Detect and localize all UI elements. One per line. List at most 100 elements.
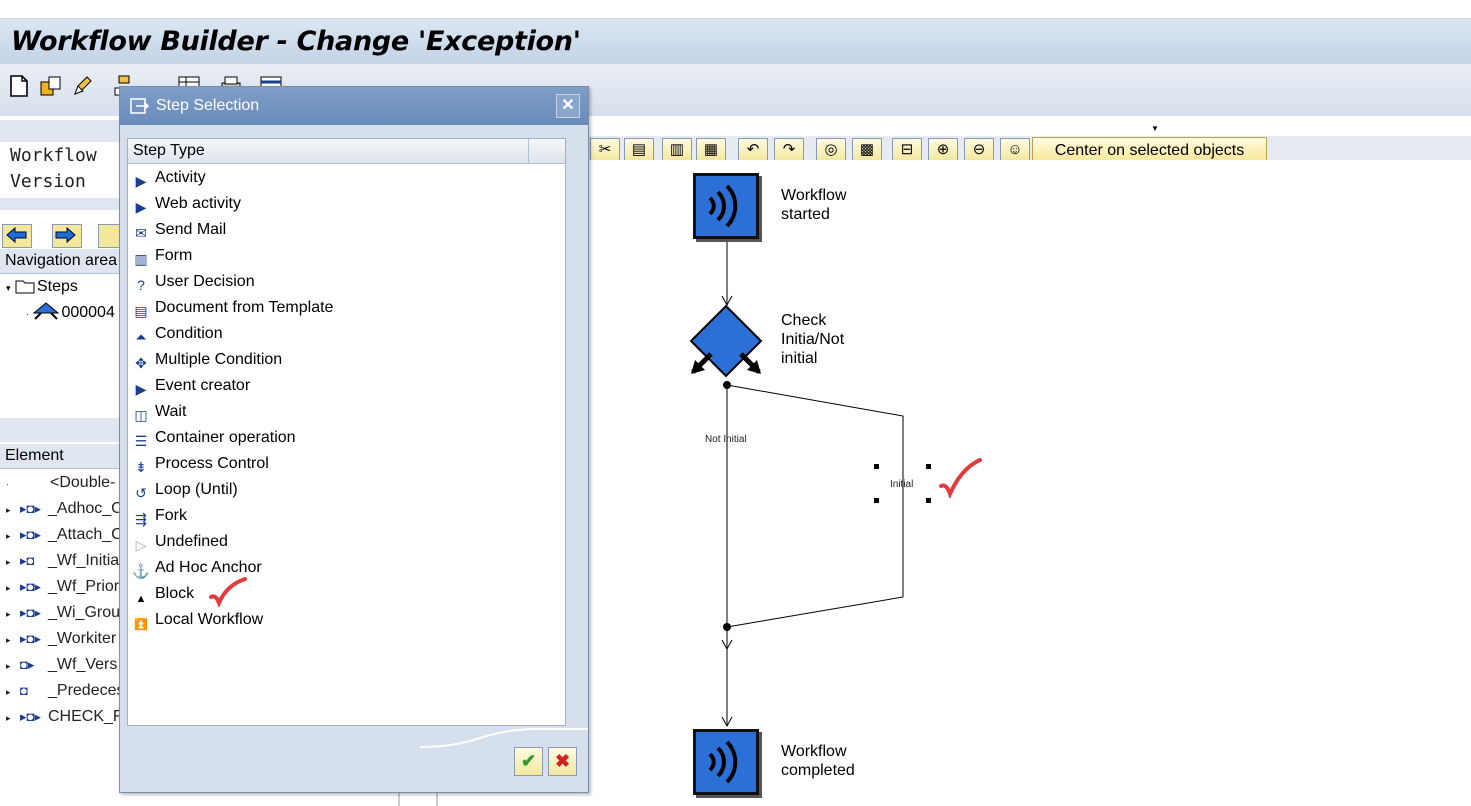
step-type-label: Form (155, 247, 193, 264)
graph-canvas[interactable] (588, 160, 1471, 806)
grid-icon[interactable]: ▩ (852, 138, 882, 162)
left-frame: Workflow Version Navigation area ▾ Steps… (0, 116, 126, 806)
branch-label-not-initial[interactable]: Not Initial (705, 434, 747, 445)
anchor-icon: ⚓ (132, 563, 150, 579)
step-type-label: Wait (155, 403, 187, 420)
edit-pencil-icon[interactable] (70, 74, 96, 100)
red-checkmark-annotation (209, 577, 247, 607)
event-icon (708, 184, 738, 228)
step-type-item[interactable]: ✥Multiple Condition (131, 347, 282, 373)
structure-icon: ▸◘▸ (20, 527, 41, 542)
folder-icon (15, 277, 37, 303)
selection-handle[interactable] (926, 498, 931, 503)
element-row[interactable]: ▸ ◘▸_Wf_Vers (6, 652, 117, 678)
wait-icon: ◫ (134, 407, 148, 423)
step-type-item[interactable]: ? User Decision (131, 269, 255, 295)
splitter[interactable] (0, 418, 126, 442)
element-row[interactable]: ▸▸◘▸_Adhoc_C (6, 496, 123, 522)
step-type-label: Loop (Until) (155, 481, 238, 498)
selection-handle[interactable] (926, 464, 931, 469)
workflow-start-node[interactable] (693, 173, 759, 239)
step-type-item[interactable]: ⏫Local Workflow (131, 607, 263, 633)
workflow-end-node[interactable] (693, 729, 759, 795)
step-type-label: Send Mail (155, 221, 227, 238)
step-type-item[interactable]: ☰ Container operation (131, 425, 296, 451)
multiple-condition-icon: ✥ (135, 355, 147, 371)
undo-icon[interactable]: ↶ (738, 138, 768, 162)
steps-node[interactable]: ▾ Steps (6, 274, 78, 300)
loop-icon: ↺ (135, 485, 147, 501)
step-type-item[interactable]: ▶Activity (131, 165, 206, 191)
forward-arrow-icon[interactable] (52, 224, 82, 248)
step-type-item[interactable]: ◫ Wait (131, 399, 186, 425)
step-type-item[interactable]: ▷Undefined (131, 529, 228, 555)
process-control-icon: ⇟ (135, 459, 147, 475)
structure-icon: ▸◘ (20, 553, 35, 568)
redo-icon[interactable]: ↷ (774, 138, 804, 162)
dialog-icon (130, 97, 150, 120)
dropdown-arrow-icon[interactable]: ▼ (1151, 124, 1159, 133)
branch-label-initial[interactable]: Initial (890, 479, 914, 490)
step-type-label: User Decision (155, 273, 255, 290)
title-bar: Workflow Builder - Change 'Exception' (0, 18, 1471, 65)
back-arrow-icon[interactable] (2, 224, 32, 248)
step-type-item[interactable]: ↺ Loop (Until) (131, 477, 238, 503)
selection-handle[interactable] (874, 498, 879, 503)
zoom-in-icon[interactable]: ⊕ (928, 138, 958, 162)
element-row[interactable]: ▸ ◘_Predeces (6, 678, 125, 704)
step-type-item[interactable]: ⚓Ad Hoc Anchor (131, 555, 261, 581)
condition-icon: ⏶ (135, 329, 147, 345)
user-decision-icon: ? (137, 277, 145, 293)
element-row[interactable]: ▸▸◘_Wf_Initia (6, 548, 119, 574)
web-activity-icon: ▶ (135, 199, 147, 215)
center-on-selected-button[interactable]: Center on selected objects (1032, 137, 1267, 163)
step-type-item[interactable]: ▶Event creator (131, 373, 251, 399)
step-type-item[interactable]: ✉Send Mail (131, 217, 226, 243)
copy-icon[interactable]: ▤ (624, 138, 654, 162)
structure-icon: ◘▸ (20, 657, 35, 672)
condition-node[interactable] (689, 304, 763, 378)
step-node[interactable]: · 000004 (26, 300, 115, 326)
confirm-check-icon[interactable]: ✔ (514, 747, 543, 776)
container-operation-icon: ☰ (134, 433, 148, 449)
selection-handle[interactable] (874, 464, 879, 469)
step-type-item[interactable]: ▥Form (131, 243, 192, 269)
frame-divider (398, 790, 400, 806)
close-icon[interactable]: ✕ (556, 94, 580, 118)
insert-icon[interactable]: ▦ (696, 138, 726, 162)
navigation-area-header: Navigation area (0, 249, 126, 274)
step-type-label: Event creator (155, 377, 251, 394)
element-row[interactable]: ▸▸◘▸CHECK_F (6, 704, 123, 730)
element-row[interactable]: ▸▸◘▸_Wi_Grou (6, 600, 120, 626)
element-row[interactable]: ▸▸◘▸_Workiter (6, 626, 116, 652)
red-checkmark-annotation (939, 458, 982, 498)
step-type-list: Step Type ▶Activity▶Web activity✉Send Ma… (127, 138, 566, 726)
condition-node-icon (33, 302, 61, 329)
paste-icon[interactable]: ▥ (662, 138, 692, 162)
element-row[interactable]: ·<Double- (6, 474, 116, 491)
structure-icon: ▸◘▸ (20, 579, 41, 594)
zoom-out-icon[interactable]: ⊖ (964, 138, 994, 162)
dialog-title-bar[interactable]: Step Selection ✕ (120, 87, 588, 125)
new-document-icon[interactable] (6, 74, 32, 100)
step-type-label: Process Control (155, 455, 269, 472)
step-type-item[interactable]: ▤Document from Template (131, 295, 333, 321)
step-type-label: Condition (155, 325, 223, 342)
step-type-column-header[interactable]: Step Type (128, 139, 565, 164)
workflow-field-label: Workflow (10, 145, 97, 166)
element-row[interactable]: ▸▸◘▸_Attach_C (6, 522, 123, 548)
step-type-item[interactable]: ⏶ Condition (131, 321, 223, 347)
step-type-item[interactable]: ▶Web activity (131, 191, 241, 217)
copy-object-icon[interactable] (38, 74, 64, 100)
step-type-item[interactable]: ⇶Fork (131, 503, 187, 529)
step-type-label: Container operation (155, 429, 296, 446)
step-type-item[interactable]: ▲Block (131, 581, 195, 607)
element-row[interactable]: ▸▸◘▸_Wf_Prior (6, 574, 119, 600)
structure-icon: ◘ (20, 683, 28, 698)
cancel-x-icon[interactable]: ✖ (548, 747, 577, 776)
step-type-item[interactable]: ⇟ Process Control (131, 451, 269, 477)
